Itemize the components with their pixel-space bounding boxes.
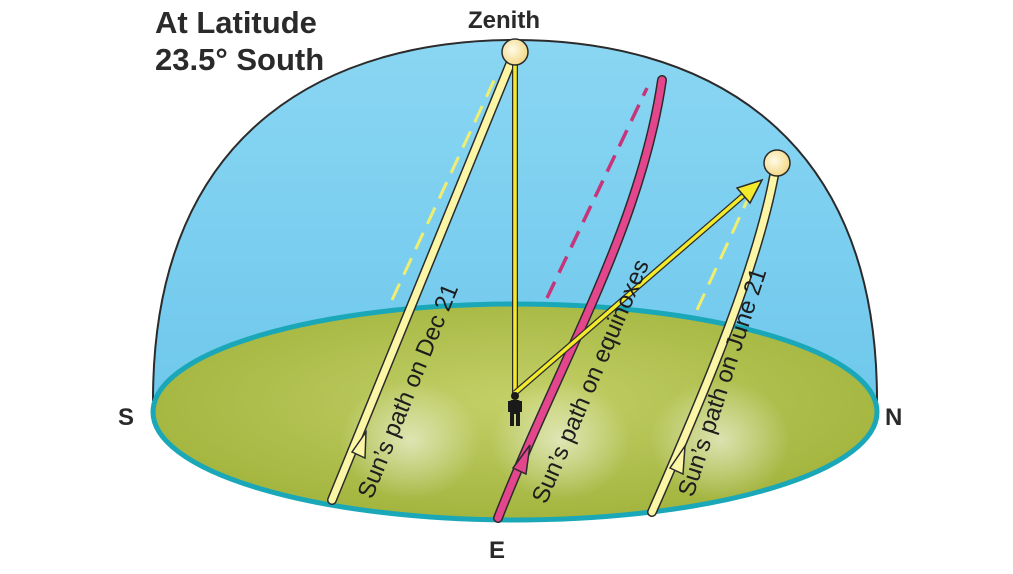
equinox-arrow-icon: [511, 444, 531, 476]
equinox-path-hidden: [545, 87, 649, 299]
north-label: N: [885, 404, 902, 431]
dec21-arrow-icon: [350, 429, 367, 460]
june21-arrow-icon: [668, 443, 686, 476]
dec21-path-hidden: [390, 71, 500, 301]
east-label: E: [489, 537, 505, 564]
path-glow: [650, 380, 790, 500]
june21-sun-icon: [763, 149, 791, 177]
june21-path-hidden: [695, 189, 754, 311]
title-line-2: 23.5° South: [155, 42, 324, 77]
path-glow: [340, 380, 480, 500]
south-label: S: [118, 404, 134, 431]
dec21-path-fill: [328, 48, 519, 504]
title-line-1: At Latitude: [155, 5, 317, 40]
ray-arrowhead-icon: [735, 178, 764, 205]
june21-noon-ray-fill: [513, 186, 754, 395]
zenith-label: Zenith: [468, 7, 540, 34]
observer-icon: [508, 392, 522, 426]
zenith-sun-icon: [501, 38, 529, 66]
